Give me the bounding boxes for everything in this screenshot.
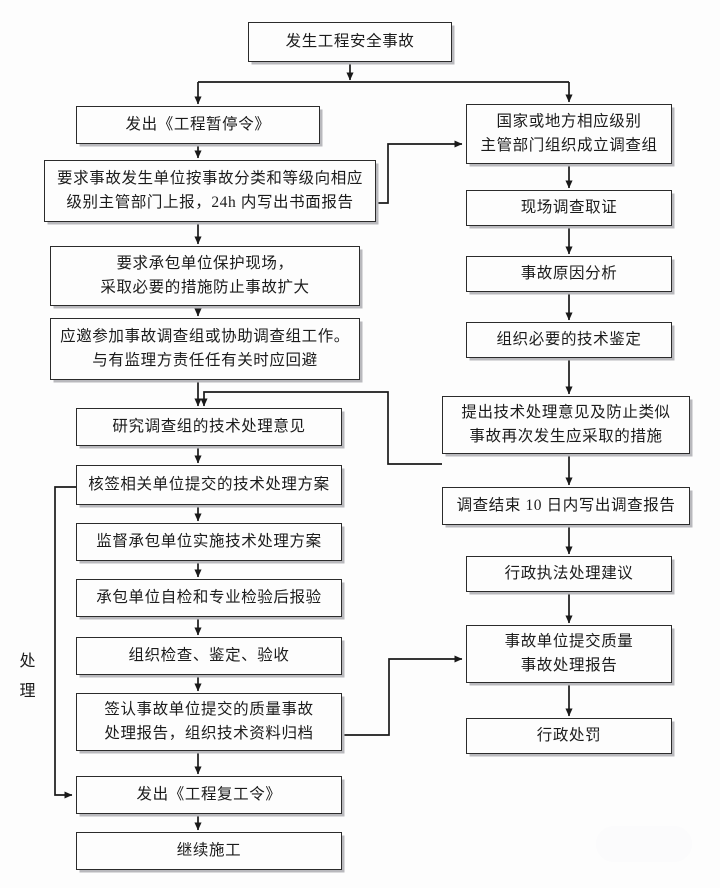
flow-node-n22: 行政处罚 xyxy=(466,718,672,754)
flow-node-label: 签认事故单位提交的质量事故 处理报告，组织技术资料归档 xyxy=(104,700,314,742)
flow-node-label: 承包单位自检和专业检验后报验 xyxy=(96,588,322,606)
flow-node-label: 发出《工程暂停令》 xyxy=(125,115,271,133)
flow-node-n9: 承包单位自检和专业检验后报验 xyxy=(76,579,342,617)
flow-node-n2: 发出《工程暂停令》 xyxy=(76,106,320,144)
flow-node-n1: 发生工程安全事故 xyxy=(248,22,452,62)
flow-node-label: 要求承包单位保护现场， 采取必要的措施防止事故扩大 xyxy=(100,254,310,296)
flow-node-n13: 继续施工 xyxy=(76,832,342,870)
flow-node-label: 核签相关单位提交的技术处理方案 xyxy=(88,475,330,493)
flow-node-n18: 提出技术处理意见及防止类似 事故再次发生应采取的措施 xyxy=(442,396,690,454)
flow-node-label: 组织检查、鉴定、验收 xyxy=(128,646,290,664)
flow-node-n5: 应邀参加事故调查组或协助调查组工作。 与有监理方责任任有关时应回避 xyxy=(50,318,360,380)
flow-node-label: 继续施工 xyxy=(176,841,242,859)
flow-node-n11: 签认事故单位提交的质量事故 处理报告，组织技术资料归档 xyxy=(76,693,342,751)
flow-node-label: 现场调查取证 xyxy=(520,198,618,216)
flow-node-label: 研究调查组的技术处理意见 xyxy=(112,417,306,435)
flow-node-n10: 组织检查、鉴定、验收 xyxy=(76,637,342,675)
flow-node-n16: 事故原因分析 xyxy=(466,256,672,292)
flow-node-n19: 调查结束 10 日内写出调查报告 xyxy=(442,487,690,525)
flow-node-label: 要求事故发生单位按事故分类和等级向相应 级别主管部门上报，24h 内写出书面报告 xyxy=(57,169,363,211)
flow-node-n4: 要求承包单位保护现场， 采取必要的措施防止事故扩大 xyxy=(50,246,360,306)
side-label-char-0: 处 xyxy=(19,652,37,670)
flow-node-n3: 要求事故发生单位按事故分类和等级向相应 级别主管部门上报，24h 内写出书面报告 xyxy=(44,160,376,222)
flow-node-label: 发生工程安全事故 xyxy=(285,32,415,50)
flow-node-label: 国家或地方相应级别 主管部门组织成立调查组 xyxy=(480,112,658,154)
flow-node-label: 发出《工程复工令》 xyxy=(136,785,282,803)
flow-node-label: 应邀参加事故调查组或协助调查组工作。 与有监理方责任任有关时应回避 xyxy=(60,327,350,369)
watermark xyxy=(596,826,692,862)
flow-node-n20: 行政执法处理建议 xyxy=(466,556,672,592)
flow-node-label: 组织必要的技术鉴定 xyxy=(496,330,642,348)
flow-node-label: 行政处罚 xyxy=(536,726,602,744)
flow-node-n12: 发出《工程复工令》 xyxy=(76,776,342,814)
wire-countersign-loop xyxy=(54,486,76,799)
flow-node-n17: 组织必要的技术鉴定 xyxy=(466,322,672,358)
wire-report-to-team xyxy=(376,140,463,204)
flow-node-n14: 国家或地方相应级别 主管部门组织成立调查组 xyxy=(466,104,672,164)
flow-node-n6: 研究调查组的技术处理意见 xyxy=(76,408,342,446)
process-side-label: 处 理 xyxy=(10,632,46,722)
flow-node-label: 提出技术处理意见及防止类似 事故再次发生应采取的措施 xyxy=(461,403,671,445)
flow-node-label: 事故原因分析 xyxy=(520,264,618,282)
flow-node-n21: 事故单位提交质量 事故处理报告 xyxy=(466,625,672,683)
flow-node-label: 监督承包单位实施技术处理方案 xyxy=(96,532,322,550)
flow-node-n7: 核签相关单位提交的技术处理方案 xyxy=(76,465,342,505)
flow-node-label: 事故单位提交质量 事故处理报告 xyxy=(504,632,634,674)
flow-node-n8: 监督承包单位实施技术处理方案 xyxy=(76,523,342,561)
flow-node-n15: 现场调查取证 xyxy=(466,190,672,226)
side-label-char-1: 理 xyxy=(19,683,37,700)
flow-node-label: 调查结束 10 日内写出调查报告 xyxy=(456,496,676,514)
wire-signoff-to-unitreport xyxy=(342,655,463,736)
flow-node-label: 行政执法处理建议 xyxy=(504,564,634,582)
